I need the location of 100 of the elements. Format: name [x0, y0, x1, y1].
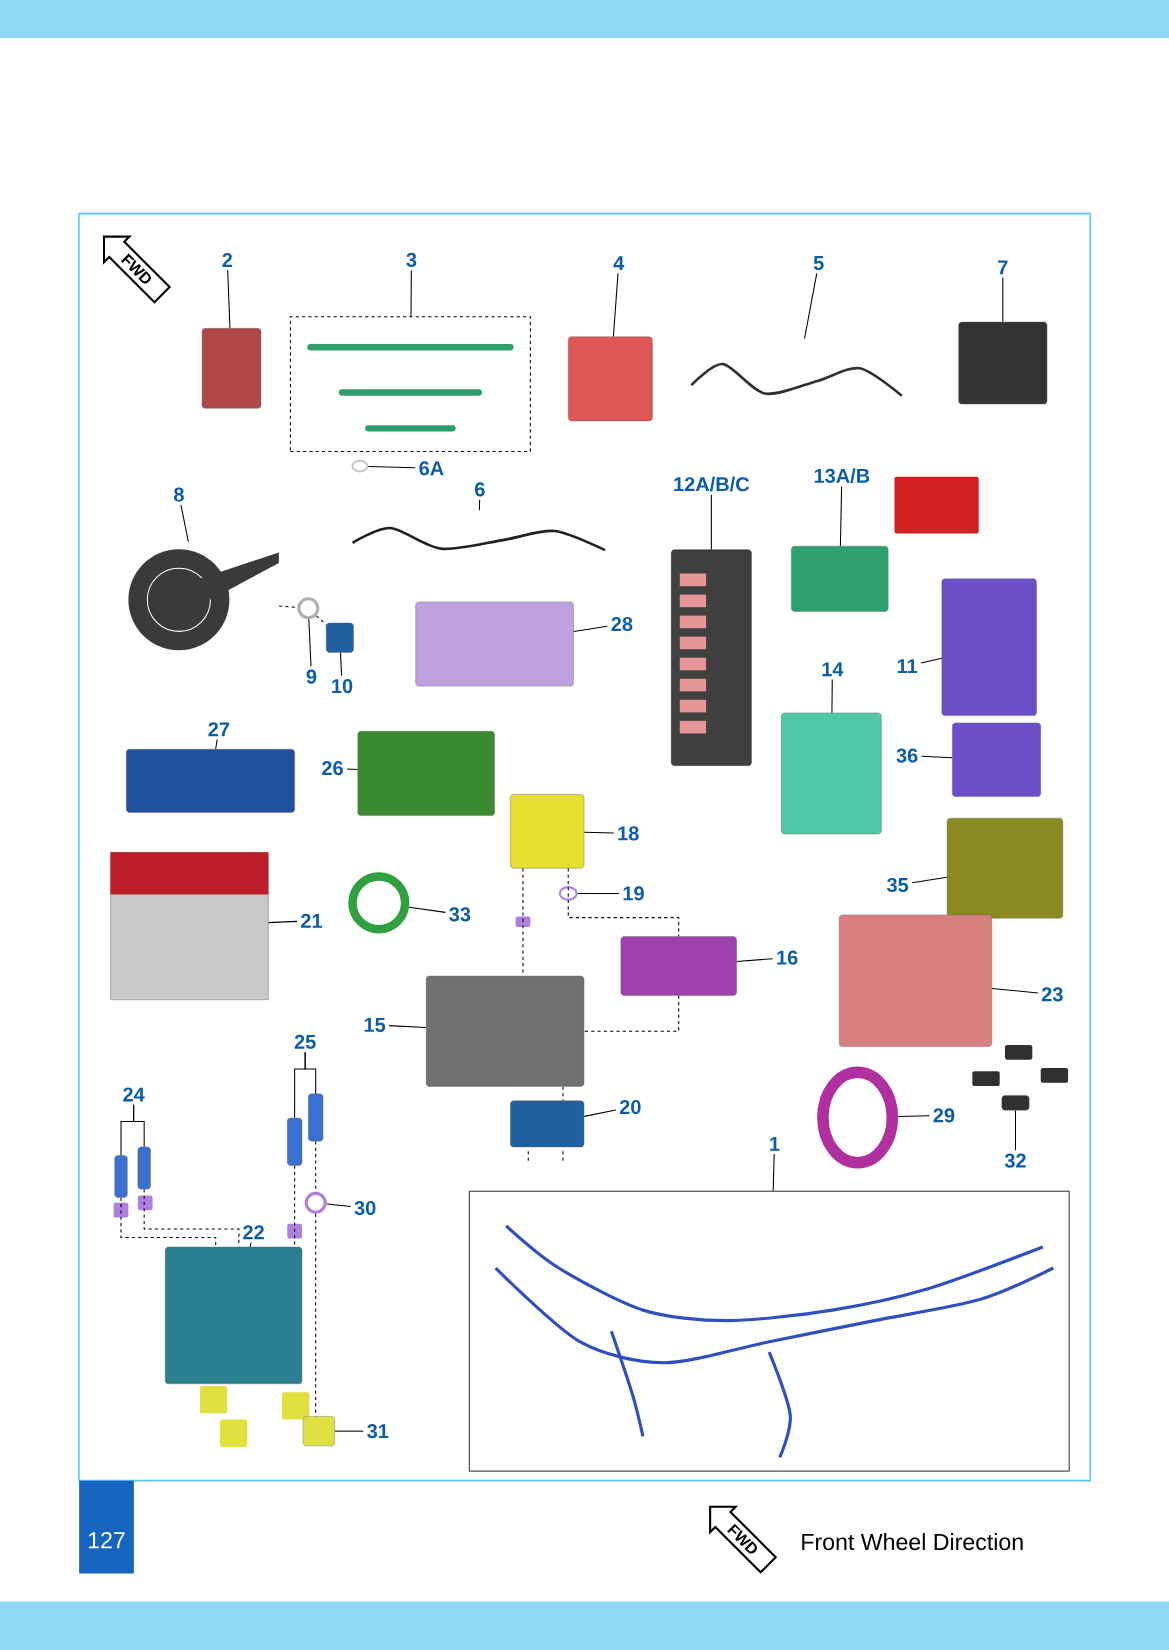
dashed-guide-line	[143, 1188, 240, 1248]
callout-number: 2	[222, 252, 232, 267]
clip-drawing	[1001, 1095, 1030, 1111]
washer-drawing	[558, 886, 578, 901]
callout-number: 33	[449, 907, 471, 922]
leader-line	[227, 269, 231, 329]
callout-number: 8	[173, 487, 184, 502]
cover-drawing	[952, 722, 1041, 797]
leader-line	[249, 1242, 252, 1248]
leader-line	[911, 876, 948, 884]
leader-line	[308, 618, 312, 667]
leader-line	[921, 755, 953, 759]
page-number: 127	[79, 1480, 134, 1574]
leader-line	[710, 494, 712, 551]
leader-line	[388, 1025, 427, 1028]
callout-number: 29	[933, 1108, 955, 1123]
callout-number: 23	[1041, 987, 1063, 1002]
dashed-guide-line	[562, 1086, 564, 1102]
terminal-drawing	[351, 459, 369, 473]
callout-number: 5	[813, 256, 824, 271]
callout-number: 21	[301, 913, 322, 928]
relay-drawing	[568, 336, 653, 422]
leader-line	[1014, 1109, 1016, 1151]
callout-number: 13A/B	[814, 468, 870, 484]
bolt-drawing	[114, 1155, 128, 1198]
wiring-harness-drawing	[468, 1190, 1070, 1472]
tray-drawing	[838, 914, 992, 1047]
nut-drawing	[325, 622, 354, 653]
flasher-drawing	[958, 321, 1048, 405]
callout-number: 18	[618, 826, 639, 841]
callout-number: 25	[294, 1034, 316, 1049]
leader-line	[573, 625, 608, 633]
leader-line	[736, 958, 774, 963]
leader-line	[408, 906, 446, 913]
cable-drawing	[690, 362, 903, 397]
screw-drawing	[510, 794, 585, 869]
leader-line	[133, 1104, 145, 1148]
fuse-box-drawing	[671, 549, 752, 766]
callout-number: 36	[896, 748, 918, 763]
dashed-guide-line	[315, 615, 327, 626]
leader-line	[334, 1430, 364, 1432]
leader-line	[180, 504, 189, 543]
leader-line	[583, 831, 615, 834]
leader-line	[772, 1153, 775, 1192]
cable-drawing	[351, 526, 606, 552]
battery-drawing	[110, 852, 269, 1000]
leader-line	[326, 1203, 352, 1208]
band-drawing	[348, 872, 410, 934]
strap-drawing	[126, 749, 295, 813]
horn-drawing	[128, 549, 279, 651]
leader-line	[583, 1109, 617, 1117]
bolt-drawing	[287, 1117, 303, 1166]
leader-line	[803, 272, 818, 340]
leader-line	[339, 652, 343, 677]
bracket-drawing	[620, 936, 737, 996]
bolt-drawing	[308, 1093, 324, 1142]
leader-line	[920, 657, 943, 664]
bracket-drawing	[946, 817, 1063, 919]
leader-line	[367, 465, 416, 469]
dashed-guide-line	[315, 1213, 317, 1417]
callout-number: 11	[897, 659, 918, 673]
clip-drawing	[302, 1416, 335, 1447]
dashed-guide-line	[294, 1165, 296, 1248]
callout-number: 19	[623, 886, 644, 901]
callout-number: 4	[613, 256, 625, 270]
relay-drawing	[201, 328, 262, 409]
relay-box-drawing	[425, 975, 585, 1087]
callout-number: 15	[364, 1018, 386, 1032]
callout-number: 24	[123, 1087, 145, 1102]
legend-text: Front Wheel Direction	[802, 1533, 1023, 1551]
dashed-guide-line	[120, 1197, 217, 1248]
leader-line	[410, 269, 412, 317]
callout-number: 32	[1004, 1153, 1026, 1168]
leader-line	[897, 1115, 930, 1118]
callout-number: 3	[406, 252, 417, 267]
callout-number: 31	[367, 1424, 389, 1439]
fuse-holder-drawing	[791, 545, 889, 612]
callout-number: 14	[822, 662, 844, 677]
callout-number: 35	[886, 877, 909, 893]
strap-drawing	[357, 731, 495, 816]
callout-number: 12A/B/C	[674, 476, 750, 492]
dashed-guide-line	[567, 867, 680, 937]
bracket-drawing	[415, 601, 574, 687]
leader-line	[215, 739, 218, 750]
strap-drawing	[289, 316, 531, 452]
callout-number: 28	[611, 616, 633, 632]
callout-number: 1	[770, 1137, 780, 1151]
leader-line	[991, 987, 1039, 994]
callout-number: 20	[619, 1099, 641, 1115]
leader-line	[612, 272, 619, 338]
leader-line	[304, 1051, 317, 1095]
callout-number: 16	[777, 950, 798, 965]
callout-number: 10	[332, 679, 353, 694]
washer-drawing	[304, 1191, 327, 1214]
callout-number: 7	[998, 260, 1008, 275]
callout-number: 6A	[419, 461, 444, 476]
dashed-guide-line	[583, 995, 680, 1032]
leader-line	[831, 679, 833, 714]
callout-number: 30	[354, 1200, 376, 1216]
leader-line	[839, 485, 843, 547]
